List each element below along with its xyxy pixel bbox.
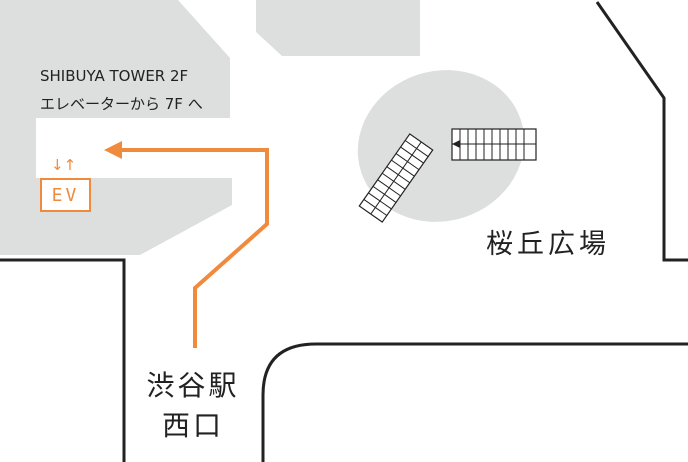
station-name: 渋谷駅: [146, 369, 240, 402]
stairs-diagonal: [358, 133, 434, 223]
elevator-sign: EV: [40, 178, 91, 212]
station-exit: 西口: [161, 409, 224, 442]
building-top-right: [256, 0, 420, 56]
building-label: SHIBUYA TOWER 2F エレベーターから 7F へ: [40, 62, 203, 118]
building-name: SHIBUYA TOWER 2F: [40, 67, 189, 85]
elevator-arrows-icon: ↓↑: [51, 156, 77, 174]
building-top-left-cut: [0, 0, 36, 118]
stairs-horizontal: [451, 128, 537, 161]
plaza-label: 桜丘広場: [486, 229, 610, 260]
route-line: [112, 148, 269, 348]
building-direction: エレベーターから 7F へ: [40, 95, 203, 113]
route-arrowhead: [104, 141, 122, 159]
station-label: 渋谷駅 西口: [138, 366, 248, 446]
